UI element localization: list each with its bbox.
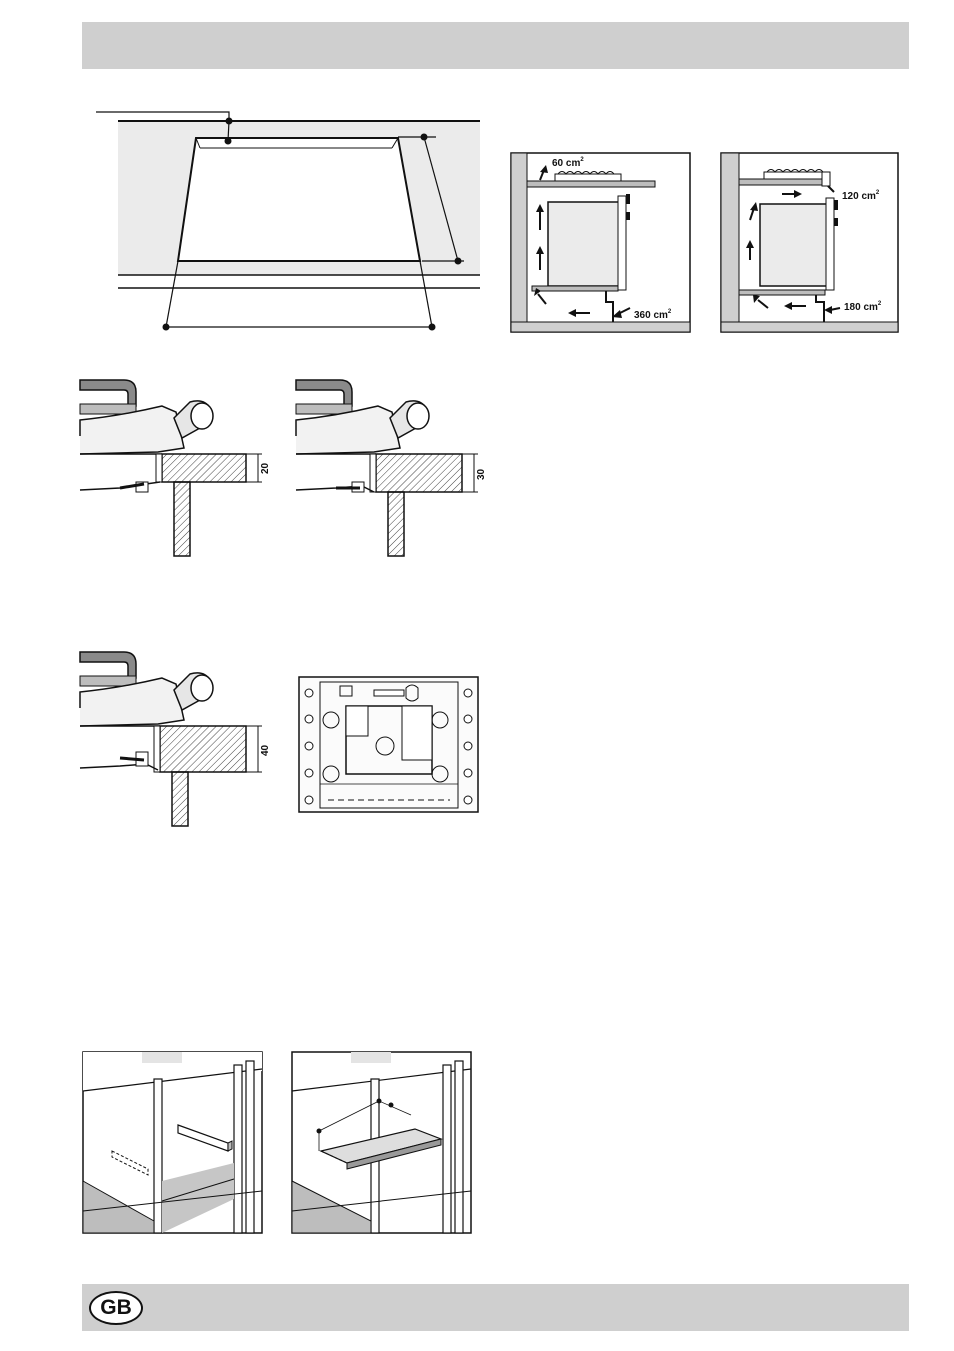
worktop-section-30: 30: [296, 378, 496, 560]
worktop-section-20: 20: [80, 378, 280, 560]
footer-band: [82, 1284, 909, 1331]
cabinet-panel-diagram-left: [82, 1051, 263, 1234]
ventilation-label-bottom-right: 180 cm2: [844, 301, 882, 313]
cabinet-panel-diagram-right: [291, 1051, 472, 1234]
worktop-section-40: 40: [80, 650, 280, 830]
cutout-diagram: [80, 95, 490, 345]
ventilation-diagram-left: 60 cm2 360 cm2: [510, 152, 692, 334]
ventilation-label-top-left: 60 cm2: [552, 157, 584, 169]
worktop-thickness-40: 40: [260, 744, 271, 756]
worktop-thickness-30: 30: [476, 468, 487, 480]
hob-underside-diagram: [298, 676, 480, 814]
ventilation-diagram-right: 120 cm2 180 cm2: [720, 152, 900, 334]
worktop-thickness-20: 20: [260, 462, 271, 474]
country-badge: GB: [89, 1291, 143, 1325]
cutout-hole: [178, 138, 420, 261]
header-band: [82, 22, 909, 69]
ventilation-label-bottom-left: 360 cm2: [634, 309, 672, 321]
ventilation-label-top-right: 120 cm2: [842, 190, 880, 202]
